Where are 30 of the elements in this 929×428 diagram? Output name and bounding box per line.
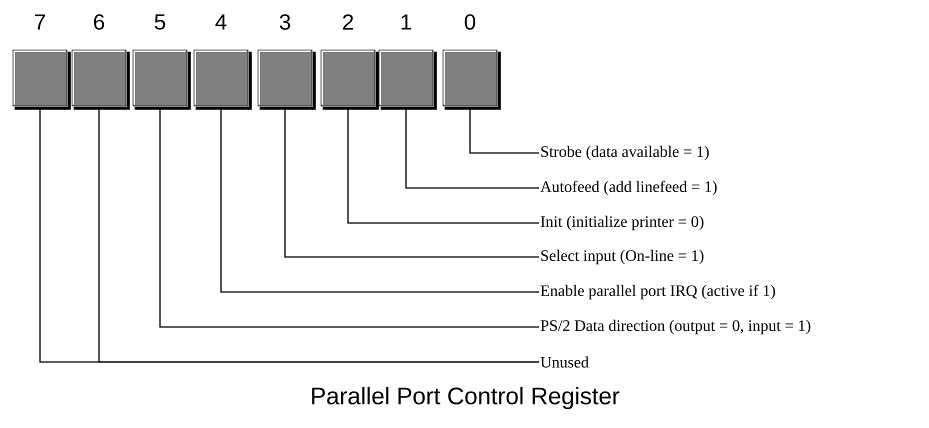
bit-number: 4 <box>215 14 226 30</box>
bit-box <box>12 50 71 110</box>
leader-line <box>347 109 539 224</box>
bit-description: Enable parallel port IRQ (active if 1) <box>540 284 775 300</box>
bit-box <box>194 50 252 110</box>
bit-description: PS/2 Data direction (output = 0, input = 1) <box>540 320 810 334</box>
leader-line <box>220 109 539 293</box>
bit-box <box>320 50 379 110</box>
bit-description: Strobe (data available = 1) <box>541 146 709 160</box>
bit-box <box>442 50 501 110</box>
bit-description: Unused <box>540 356 589 368</box>
bit-number: 5 <box>154 14 166 30</box>
leader-line <box>159 109 539 328</box>
bit-number: 3 <box>280 14 290 30</box>
bit-description: Select input (On-line = 1) <box>541 250 704 264</box>
bit-box <box>72 50 130 110</box>
bit-number: 6 <box>94 14 104 30</box>
bit-number: 1 <box>402 14 412 30</box>
leader-line <box>405 109 539 189</box>
bit-number: 7 <box>35 14 45 30</box>
bit-number: 0 <box>464 14 476 30</box>
leader-line <box>469 109 539 154</box>
bit-number: 2 <box>343 14 353 30</box>
bit-description: Autofeed (add linefeed = 1) <box>540 180 717 196</box>
bit-box <box>132 50 191 110</box>
bit-box <box>258 50 316 110</box>
bit-description: Init (initialize printer = 0) <box>540 216 704 230</box>
caption: Parallel Port Control Register <box>312 386 620 410</box>
bit-box <box>378 50 437 110</box>
leader-line <box>284 109 539 258</box>
